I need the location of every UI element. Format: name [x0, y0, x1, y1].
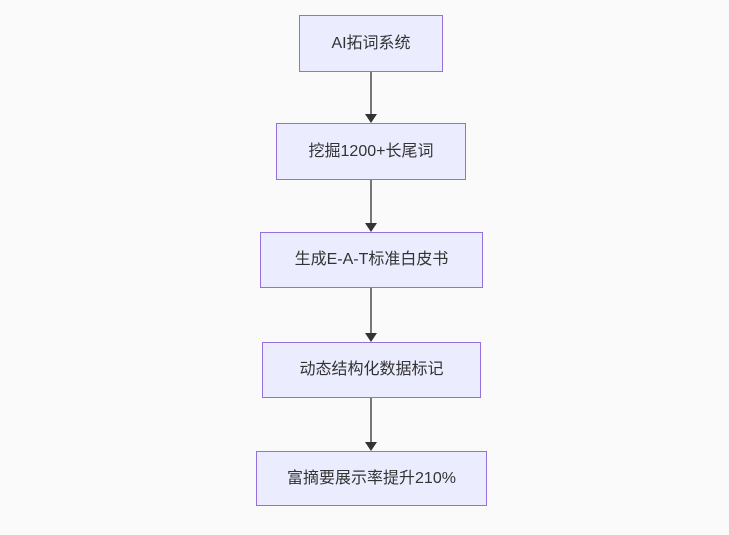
arrowhead-down-icon [365, 223, 377, 232]
edge-line [370, 180, 372, 225]
flow-node-ai-word-expansion: AI拓词系统 [299, 15, 443, 72]
flow-node-eat-whitepaper: 生成E-A-T标准白皮书 [260, 232, 483, 288]
edge-line [370, 288, 372, 335]
flow-node-longtail-mining: 挖掘1200+长尾词 [276, 123, 466, 180]
edge-line [370, 72, 372, 116]
flow-node-label: 动态结构化数据标记 [299, 361, 444, 378]
arrowhead-down-icon [365, 333, 377, 342]
arrowhead-down-icon [365, 442, 377, 451]
flow-node-structured-data-markup: 动态结构化数据标记 [262, 342, 481, 398]
flow-node-label: 富摘要展示率提升210% [287, 469, 456, 487]
edge-line [370, 398, 372, 444]
flow-node-label: AI拓词系统 [331, 34, 411, 52]
flow-node-label: 生成E-A-T标准白皮书 [294, 251, 449, 268]
flow-node-rich-snippet-result: 富摘要展示率提升210% [256, 451, 487, 506]
flow-node-label: 挖掘1200+长尾词 [308, 142, 434, 160]
arrowhead-down-icon [365, 114, 377, 123]
